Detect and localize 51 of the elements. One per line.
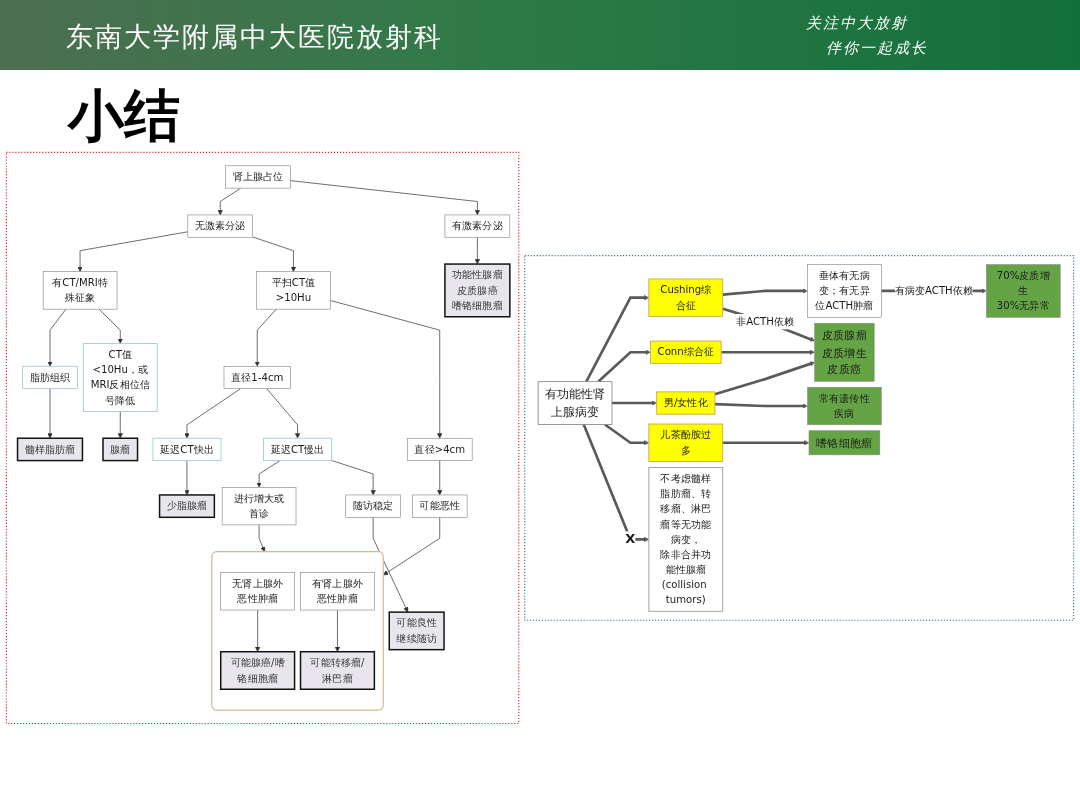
arrow — [582, 423, 650, 543]
process-box: 有肾上腺外恶性肿瘤 — [300, 572, 375, 611]
arrow — [604, 423, 650, 446]
process-box: 进行增大或首诊 — [221, 487, 297, 526]
process-box: 直径>4cm — [406, 437, 473, 461]
result-box: 常有遗传性疾病 — [807, 386, 882, 426]
arrow — [611, 400, 657, 406]
process-box: 无肾上腺外恶性肿瘤 — [220, 572, 295, 611]
edge-label: 有病变ACTH依赖 — [894, 284, 973, 297]
arrow — [714, 361, 815, 396]
process-box: 可能恶性 — [412, 494, 468, 518]
finding-box: 延迟CT慢出 — [263, 437, 332, 461]
arrow — [585, 295, 650, 383]
diagnosis-box: 少脂腺瘤 — [158, 494, 216, 519]
result-box: 70%皮质增生 30%无异常 — [986, 264, 1061, 318]
syndrome-box: Conn综合征 — [649, 340, 722, 364]
process-box: 肾上腺占位 — [225, 165, 291, 189]
note-box: 不考虑髓样脂肪瘤、转移瘤、淋巴瘤等无功能病变， 除非合并功能性腺瘤(collision tumors) — [648, 467, 724, 612]
slide-title: 小结 — [68, 82, 180, 150]
process-box: 有激素分泌 — [444, 214, 511, 238]
edge-label: 非ACTH依赖 — [736, 315, 795, 328]
process-box: 垂体有无病变；有无异位ACTH肿瘤 — [807, 264, 882, 318]
syndrome-box: Cushing综合征 — [648, 278, 724, 317]
syndrome-box: 男/女性化 — [656, 391, 716, 415]
diagnosis-box: 可能腺癌/嗜铬细胞瘤 — [220, 651, 296, 690]
arrow — [721, 349, 815, 355]
process-box: 随访稳定 — [345, 494, 401, 518]
arrow — [714, 402, 808, 409]
result-box: 嗜铬细胞瘤 — [808, 430, 881, 456]
diagnosis-box: 可能良性 继续随访 — [388, 611, 445, 651]
result-box: 皮质腺瘤 皮质增生 皮质癌 — [814, 322, 875, 382]
edge-label: X — [625, 531, 636, 547]
finding-box: 脂肪组织 — [22, 365, 78, 390]
process-box: 平扫CT值>10Hu — [256, 271, 331, 310]
slogan-text: 关注中大放射 — [806, 14, 908, 33]
process-box: 有功能性肾上腺病变 — [537, 381, 613, 425]
diagnosis-box: 腺瘤 — [102, 437, 139, 462]
arrow — [722, 440, 810, 446]
banner-text: 东南大学附属中大医院放射科 — [66, 20, 443, 54]
slogan-text: 伴你一起成长 — [826, 39, 928, 58]
finding-box: 延迟CT快出 — [152, 437, 222, 461]
process-box: 直径1-4cm — [223, 366, 291, 389]
diagnosis-box: 功能性腺瘤 皮质腺癌 嗜铬细胞瘤 — [444, 263, 511, 318]
diagnosis-box: 可能转移瘤/淋巴瘤 — [299, 651, 376, 690]
arrow — [722, 288, 808, 296]
syndrome-box: 儿茶酚胺过多 — [648, 423, 724, 462]
process-box: 有CT/MRI特殊征象 — [42, 271, 118, 310]
diagnosis-box: 髓样脂肪瘤 — [16, 437, 84, 462]
finding-box: CT值<10Hu，或MRI反相位信号降低 — [82, 343, 158, 412]
arrow — [597, 349, 651, 383]
process-box: 无激素分泌 — [187, 214, 253, 238]
